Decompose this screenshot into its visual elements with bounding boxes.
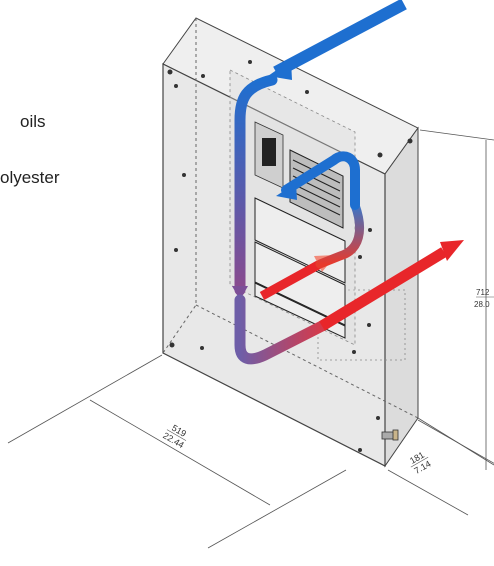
height-in: 28.0 [474, 300, 490, 309]
drain-fitting [381, 429, 399, 441]
cool-air-down-path [234, 74, 278, 296]
screws [167, 60, 413, 452]
evaporator-loop-path [315, 200, 365, 269]
depth-dimension-label: 181 7.14 [408, 450, 433, 476]
evaporator-top-path [281, 151, 360, 210]
airflow-arrows [232, 0, 464, 365]
terminal-block [262, 138, 276, 166]
hot-air-exhaust-path [319, 247, 447, 331]
enclosure-side [384, 126, 419, 468]
caption-line-polyester: olyester [0, 168, 60, 187]
hot-air-exhaust-arrowhead [440, 240, 464, 261]
height-mm: 712 [476, 288, 490, 297]
hot-air-intake-path [259, 260, 323, 300]
cool-air-down-arrowhead [232, 286, 248, 300]
caption-line-oils: oils [20, 112, 46, 131]
height-dimension-label: 712 28.0 [474, 288, 494, 309]
dimension-lines [7, 129, 494, 549]
return-air-path [234, 294, 328, 365]
width-dimension-label: 519 22.44 [161, 423, 188, 451]
hidden-edge-left [162, 18, 197, 354]
side-dashed-panel [317, 289, 406, 361]
cool-air-inlet-arrow [273, 0, 407, 78]
evaporator-outlet-arrowhead [276, 183, 297, 200]
